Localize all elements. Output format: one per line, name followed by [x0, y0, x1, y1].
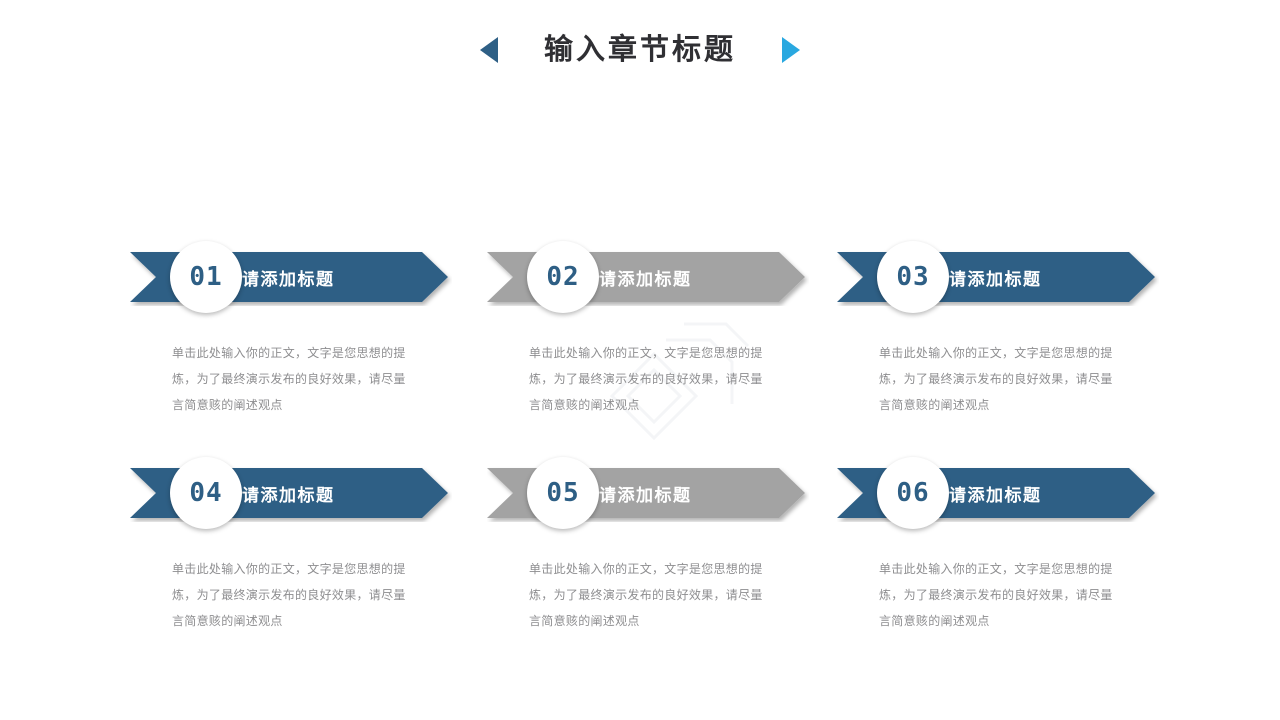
number-label: 02: [546, 262, 580, 292]
list-item[interactable]: 请添加标题 03 单击此处输入你的正文，文字是您思想的提炼，为了最终演示发布的良…: [837, 241, 1177, 412]
list-item[interactable]: 请添加标题 02 单击此处输入你的正文，文字是您思想的提炼，为了最终演示发布的良…: [487, 241, 827, 412]
number-label: 01: [189, 262, 223, 292]
item-body-text: 单击此处输入你的正文，文字是您思想的提炼，为了最终演示发布的良好效果，请尽量言简…: [879, 562, 1113, 628]
banner-05[interactable]: 请添加标题 05: [487, 457, 809, 529]
banner-title: 请添加标题: [949, 485, 1042, 505]
triangle-right-icon: [782, 37, 800, 63]
list-item[interactable]: 请添加标题 01 单击此处输入你的正文，文字是您思想的提炼，为了最终演示发布的良…: [130, 241, 470, 412]
banner-title: 请添加标题: [242, 269, 335, 289]
number-badge: 05: [527, 457, 599, 529]
item-body-text: 单击此处输入你的正文，文字是您思想的提炼，为了最终演示发布的良好效果，请尽量言简…: [879, 346, 1113, 412]
banner-03[interactable]: 请添加标题 03: [837, 241, 1159, 313]
banner-06[interactable]: 请添加标题 06: [837, 457, 1159, 529]
number-label: 03: [896, 262, 930, 292]
list-item[interactable]: 请添加标题 05 单击此处输入你的正文，文字是您思想的提炼，为了最终演示发布的良…: [487, 457, 827, 628]
banner-title: 请添加标题: [242, 485, 335, 505]
number-badge: 04: [170, 457, 242, 529]
number-badge: 01: [170, 241, 242, 313]
item-body-text: 单击此处输入你的正文，文字是您思想的提炼，为了最终演示发布的良好效果，请尽量言简…: [529, 346, 763, 412]
number-badge: 06: [877, 457, 949, 529]
slide-header: 输入章节标题: [0, 26, 1280, 74]
list-item[interactable]: 请添加标题 04 单击此处输入你的正文，文字是您思想的提炼，为了最终演示发布的良…: [130, 457, 470, 628]
item-body-text: 单击此处输入你的正文，文字是您思想的提炼，为了最终演示发布的良好效果，请尽量言简…: [172, 562, 406, 628]
number-badge: 02: [527, 241, 599, 313]
number-label: 06: [896, 478, 930, 508]
number-label: 05: [546, 478, 580, 508]
page-title: 输入章节标题: [543, 33, 736, 66]
number-badge: 03: [877, 241, 949, 313]
triangle-left-icon: [479, 37, 498, 63]
banner-02[interactable]: 请添加标题 02: [487, 241, 809, 313]
item-body-text: 单击此处输入你的正文，文字是您思想的提炼，为了最终演示发布的良好效果，请尽量言简…: [172, 346, 406, 412]
banner-title: 请添加标题: [599, 485, 692, 505]
number-label: 04: [189, 478, 223, 508]
banner-title: 请添加标题: [599, 269, 692, 289]
list-item[interactable]: 请添加标题 06 单击此处输入你的正文，文字是您思想的提炼，为了最终演示发布的良…: [837, 457, 1177, 628]
banner-title: 请添加标题: [949, 269, 1042, 289]
banner-04[interactable]: 请添加标题 04: [130, 457, 452, 529]
banner-01[interactable]: 请添加标题 01: [130, 241, 452, 313]
item-body-text: 单击此处输入你的正文，文字是您思想的提炼，为了最终演示发布的良好效果，请尽量言简…: [529, 562, 763, 628]
